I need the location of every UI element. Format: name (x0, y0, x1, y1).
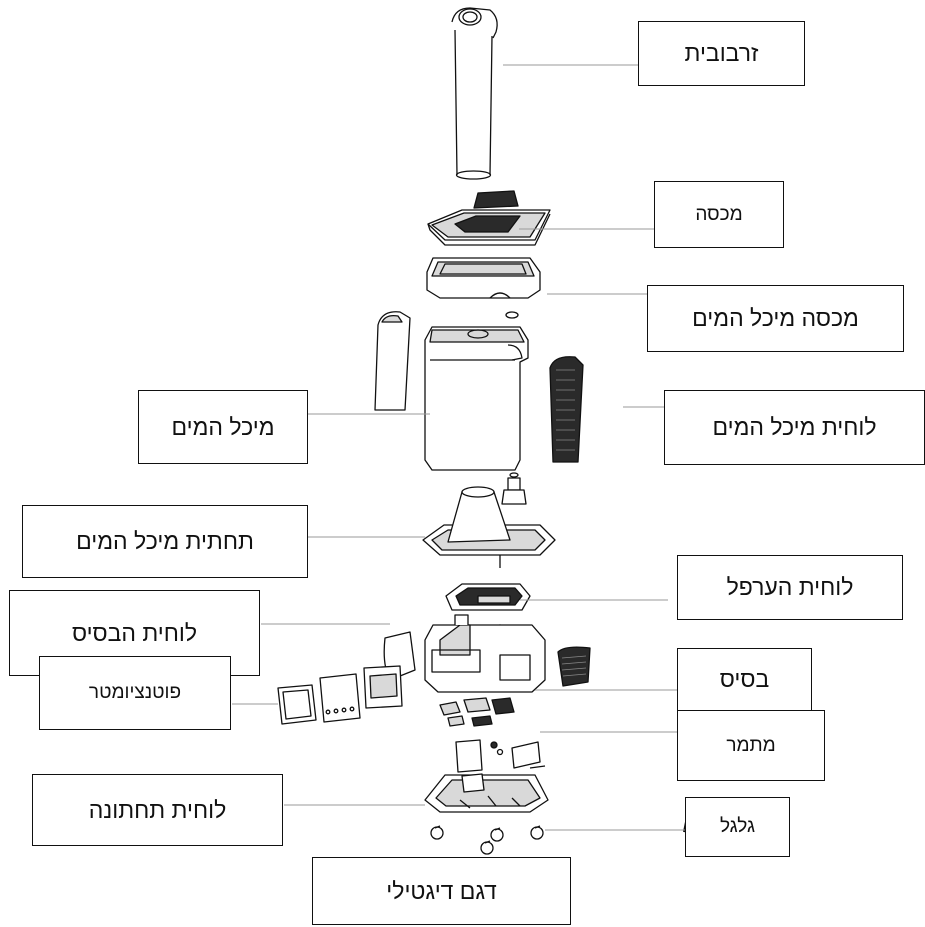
label-potentiometer: פוטנציומטר (39, 656, 231, 730)
bottom-plate-part (424, 773, 549, 813)
cover-part (427, 209, 551, 246)
label-digital-model: דגם דיגטילי (312, 857, 571, 925)
label-tank-panel: לוחית מיכל המים (664, 390, 925, 465)
mist-plate-part (445, 583, 531, 638)
label-water-tank: מיכל המים (138, 390, 308, 464)
label-cover: מכסה (654, 181, 784, 248)
tank-cover-part (426, 257, 541, 319)
right-tank-panel-part (549, 356, 584, 463)
transformer-parts (439, 697, 546, 773)
label-bottom-plate: לוחית תחתונה (32, 774, 283, 846)
wheels-part (430, 821, 687, 855)
label-chimney: זרבובית (638, 21, 805, 86)
chimney-part (451, 7, 498, 180)
label-transformer: מתמר (677, 710, 825, 781)
filter-part (473, 190, 519, 209)
left-tank-panel-part (374, 311, 411, 411)
tank-bottom-part (422, 486, 556, 568)
right-base-panel-part (557, 646, 591, 687)
potentiometer-parts (277, 665, 403, 725)
water-tank-part (424, 326, 529, 471)
label-tank-bottom: תחתית מיכל המים (22, 505, 308, 578)
label-wheel: גלגל (685, 797, 790, 857)
valve-part (501, 472, 527, 505)
label-mist-plate: לוחית הערפל (677, 555, 903, 620)
label-tank-cover: מכסה מיכל המים (647, 285, 904, 352)
label-base: בסיס (677, 648, 812, 711)
base-part (424, 614, 546, 693)
